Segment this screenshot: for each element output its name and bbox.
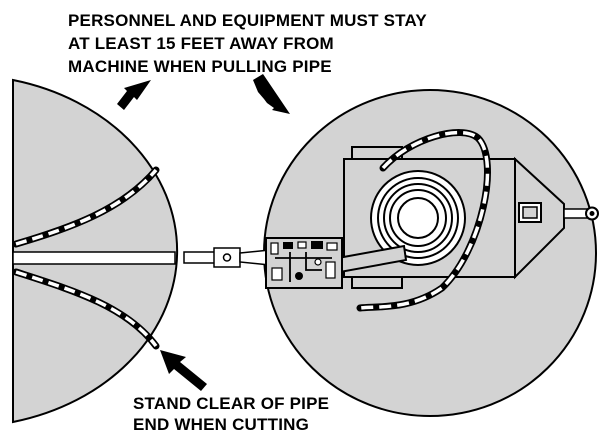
coupler-pin xyxy=(222,253,232,262)
pull-pipe-warning-line-1: PERSONNEL AND EQUIPMENT MUST STAY xyxy=(68,11,427,30)
pull-pipe-warning-line-2: AT LEAST 15 FEET AWAY FROM xyxy=(68,34,334,53)
arrow-down-right-icon xyxy=(117,74,290,114)
pipe-clamp-assembly xyxy=(265,237,343,289)
cut-end-zone xyxy=(12,78,179,424)
pipe-connector xyxy=(183,247,271,268)
pipe-segment xyxy=(183,251,217,264)
pull-pipe-warning-line-3: MACHINE WHEN PULLING PIPE xyxy=(68,57,332,76)
cut-end-pipe xyxy=(12,251,176,265)
cut-pipe-warning-line-2: END WHEN CUTTING xyxy=(133,415,309,432)
arrow-up-left-icon xyxy=(160,350,207,391)
arrow-to-pipe-end xyxy=(160,350,207,391)
cut-end-zone-shape xyxy=(12,78,179,424)
pipe-reel-hub xyxy=(397,197,439,239)
cut-pipe-warning-line-1: STAND CLEAR OF PIPE xyxy=(133,394,329,413)
arrow-to-cut-zone xyxy=(117,80,151,110)
cut-pipe-warning: STAND CLEAR OF PIPE END WHEN CUTTING xyxy=(133,394,329,432)
arrow-to-machine-zone xyxy=(253,74,290,114)
pull-pipe-warning: PERSONNEL AND EQUIPMENT MUST STAY AT LEA… xyxy=(68,11,427,76)
pulling-machine xyxy=(265,129,599,312)
